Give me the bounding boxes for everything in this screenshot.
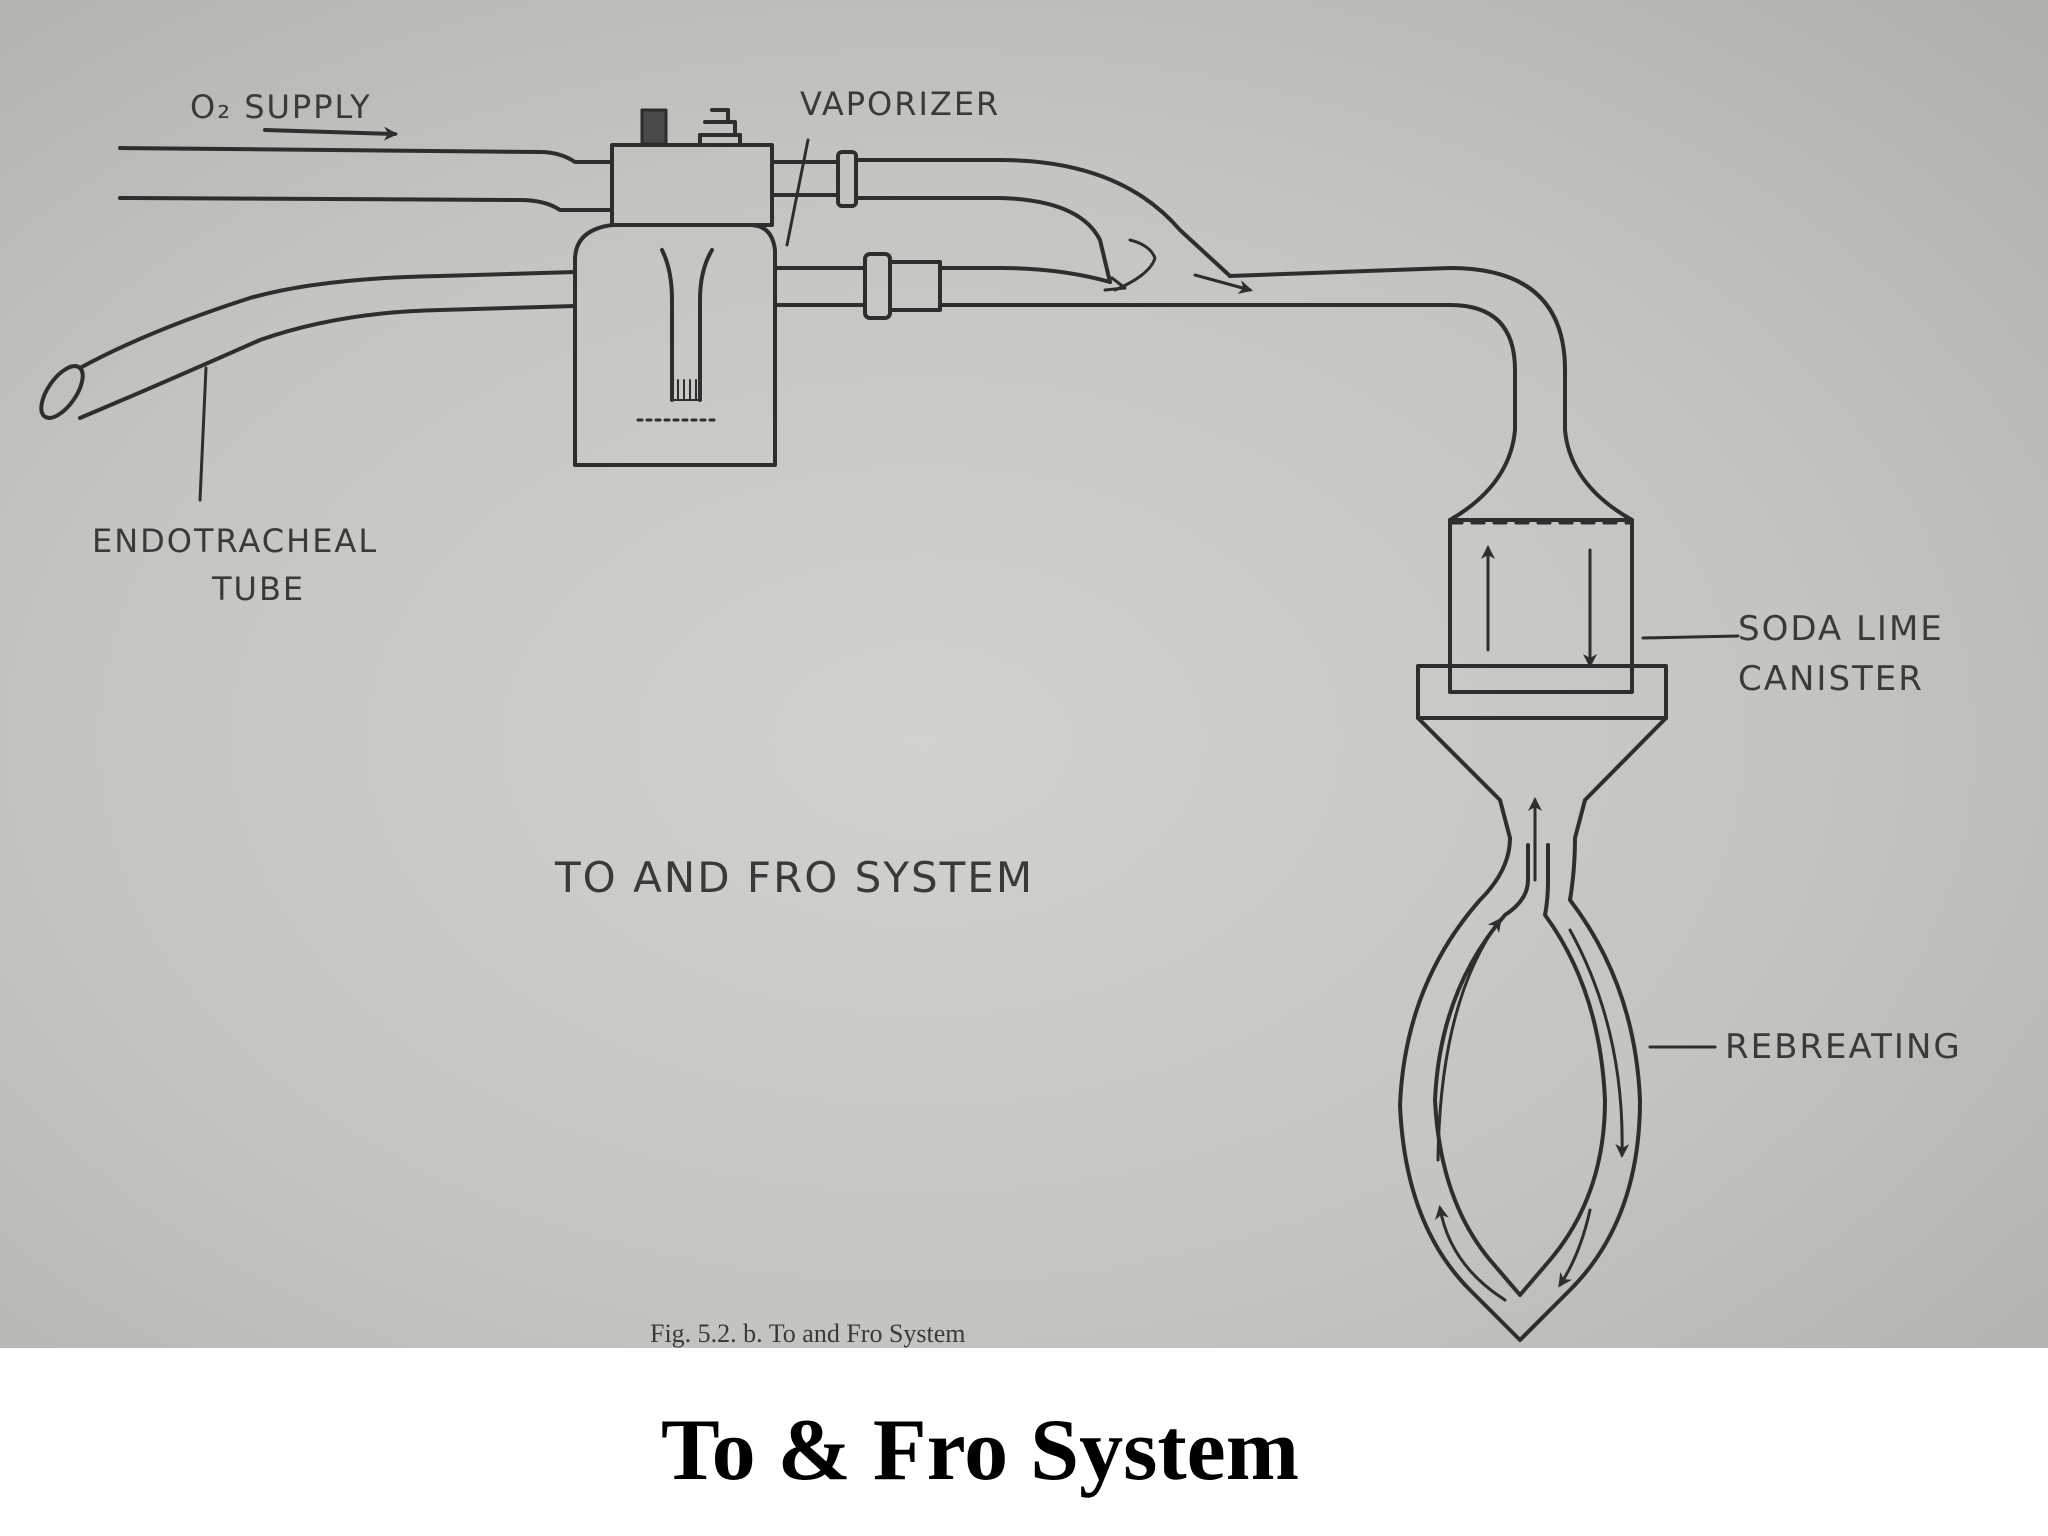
label-endotracheal-line2: TUBE [211, 570, 305, 608]
soda-lime-canister [1416, 518, 1740, 840]
rebreathing-bag [1398, 797, 1717, 1342]
label-soda-lime-line1: SODA LIME [1738, 609, 1944, 649]
vaporizer-outlet-pipe [770, 150, 1232, 284]
vaporizer-head [610, 108, 810, 247]
endotracheal-tube [39, 270, 577, 502]
figure-caption-fragment: Fig. 5.2. b. To and Fro System [650, 1319, 966, 1348]
label-endotracheal-line1: ENDOTRACHEAL [92, 522, 378, 560]
diagram-center-title: TO AND FRO SYSTEM [554, 853, 1034, 902]
caption-title: To & Fro System [661, 1402, 1299, 1499]
label-rebreathing: REBREATING [1725, 1027, 1962, 1067]
label-o2-supply: O₂ SUPPLY [190, 88, 372, 126]
to-and-fro-diagram: O₂ SUPPLY VAPORIZER ENDOTRACHEAL TUBE SO… [39, 85, 1962, 1348]
diagram-photo: O₂ SUPPLY VAPORIZER ENDOTRACHEAL TUBE SO… [0, 0, 2048, 1348]
vaporizer-chamber [573, 223, 777, 467]
label-vaporizer: VAPORIZER [800, 85, 1000, 123]
o2-supply-pipe [118, 126, 614, 212]
slide-caption: To & Fro System [0, 1348, 2048, 1536]
breathing-tube [773, 238, 1634, 522]
label-soda-lime-line2: CANISTER [1738, 659, 1924, 699]
